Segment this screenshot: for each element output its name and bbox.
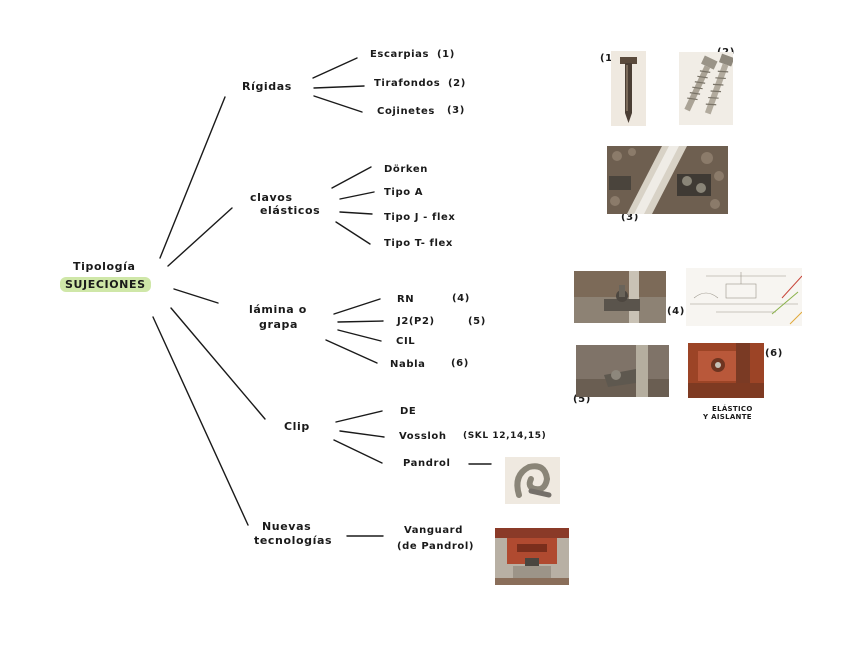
photo-rn <box>574 271 666 323</box>
photo-j2 <box>576 345 669 397</box>
photo-ref-3: (3) <box>621 212 639 223</box>
item-vanguard-line2: (de Pandrol) <box>397 541 475 552</box>
connector-clavos-1 <box>331 166 372 189</box>
connector-root-lamina <box>173 288 219 304</box>
branch-lamina-line1: lámina o <box>249 303 307 316</box>
ref-escarpias: (1) <box>437 49 455 60</box>
connector-root-clavos <box>167 207 233 267</box>
connector-lamina-4 <box>325 339 378 364</box>
item-dorken: Dörken <box>384 164 428 175</box>
photo-tirafondos <box>679 52 733 125</box>
branch-clavos-line1: clavos <box>250 191 293 204</box>
connector-root-nuevas <box>152 316 249 526</box>
caption-elastico-line2: Y AISLANTE <box>703 413 752 421</box>
connector-clip-3 <box>333 439 383 464</box>
connector-lamina-2 <box>337 320 384 323</box>
item-tipo-a: Tipo A <box>384 187 424 198</box>
connector-clavos-2 <box>339 191 375 200</box>
ref-rn: (4) <box>452 293 470 304</box>
branch-rigidas: Rígidas <box>242 80 292 93</box>
branch-clavos-line2: elásticos <box>260 204 321 217</box>
item-vossloh: Vossloh <box>399 431 447 442</box>
ref-tirafondos: (2) <box>448 78 466 89</box>
item-vanguard-line1: Vanguard <box>404 525 463 536</box>
root-subtitle: SUJECIONES <box>60 277 151 292</box>
ref-cojinetes: (3) <box>447 105 465 116</box>
branch-clip: Clip <box>284 420 310 433</box>
item-j2p2: J2(P2) <box>397 316 435 327</box>
item-tipo-t-flex: Tipo T- flex <box>384 238 453 249</box>
photo-ref-5: (5) <box>573 394 591 405</box>
item-tipo-j-flex: Tipo J - flex <box>384 212 456 223</box>
root-title: Tipología <box>73 260 136 273</box>
item-pandrol: Pandrol <box>403 458 451 469</box>
ref-j2p2: (5) <box>468 316 486 327</box>
branch-lamina-line2: grapa <box>259 318 299 331</box>
item-de: DE <box>400 406 417 417</box>
root-subtitle-wrap: SUJECIONES <box>60 277 151 292</box>
item-cil: CIL <box>396 336 416 347</box>
photo-ref-4: (4) <box>667 306 685 317</box>
connector-lamina-3 <box>337 329 382 342</box>
photo-rn-drawing <box>686 268 802 326</box>
photo-ref-1: (1) <box>600 53 618 64</box>
item-nabla: Nabla <box>390 359 426 370</box>
connector-rigidas-1 <box>312 57 358 79</box>
connector-clavos-4 <box>335 221 371 245</box>
connector-rigidas-2 <box>313 85 365 89</box>
connector-clip-2 <box>339 430 385 438</box>
photo-vanguard <box>495 528 569 585</box>
photo-ref-6: (6) <box>765 348 783 359</box>
photo-cojinetes <box>607 146 728 214</box>
item-cojinetes: Cojinetes <box>377 106 435 117</box>
photo-pandrol-clip <box>505 457 560 504</box>
photo-nabla <box>688 343 764 398</box>
photo-escarpia <box>611 51 646 126</box>
item-rn: RN <box>397 294 415 305</box>
branch-nuevas-line1: Nuevas <box>262 520 312 533</box>
item-escarpias: Escarpias <box>370 49 430 60</box>
connector-rigidas-3 <box>313 95 363 113</box>
branch-nuevas-line2: tecnologías <box>254 534 333 547</box>
connector-clip-1 <box>335 410 383 423</box>
ref-nabla: (6) <box>451 358 469 369</box>
connector-clavos-3 <box>339 211 373 215</box>
note-vossloh: (SKL 12,14,15) <box>463 431 547 441</box>
connector-root-clip <box>170 307 266 420</box>
caption-elastico-line1: ELÁSTICO <box>712 405 753 413</box>
item-tirafondos: Tirafondos <box>374 78 441 89</box>
connector-lamina-1 <box>333 298 381 315</box>
connector-root-rigidas <box>159 96 226 259</box>
